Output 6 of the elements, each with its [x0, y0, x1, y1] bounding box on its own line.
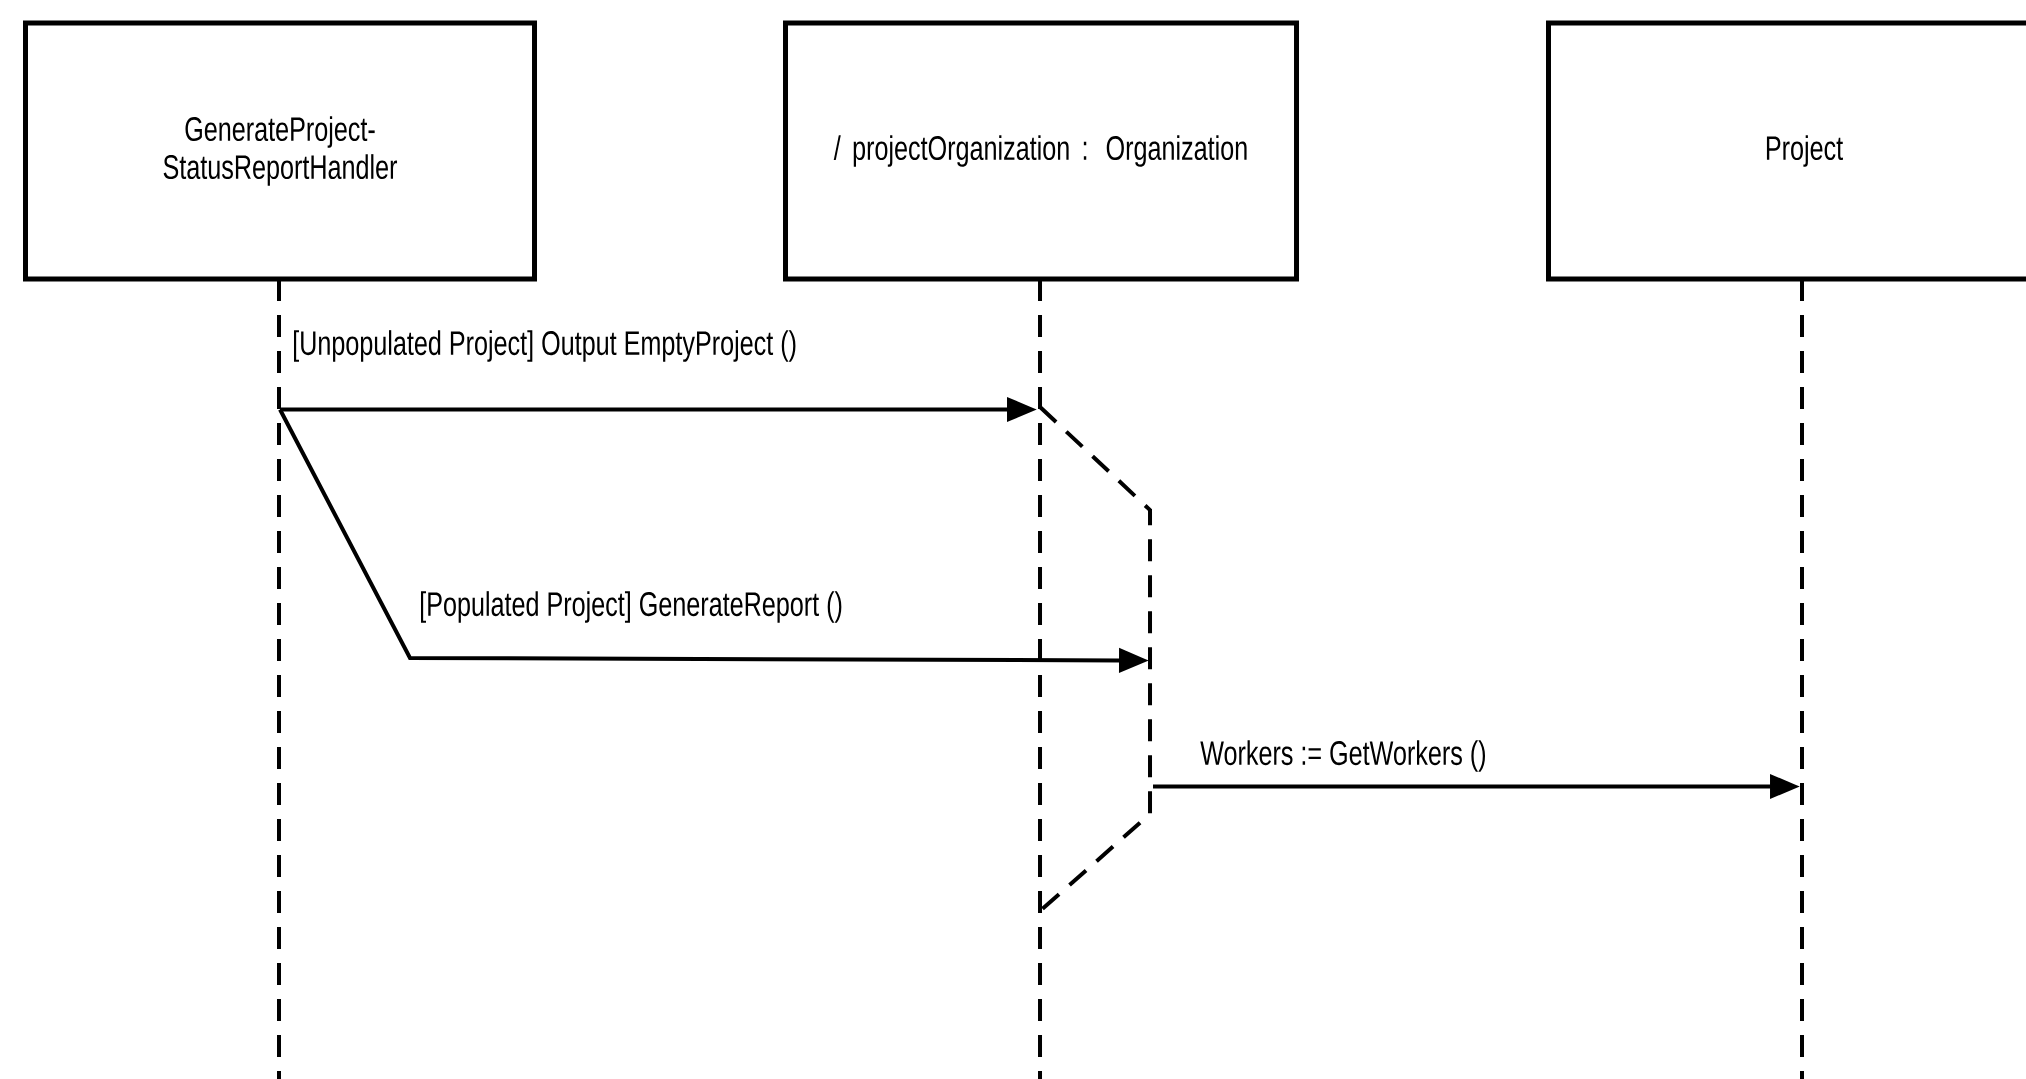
lifeline-box: Project: [1546, 20, 2026, 282]
message-label: Workers := GetWorkers (): [1198, 738, 1489, 774]
lifeline-box: GenerateProject- StatusReportHandler: [23, 20, 537, 282]
lifeline-box: / projectOrganization : Organization: [783, 20, 1299, 282]
message-label: [Unpopulated Project] Output EmptyProject (): [290, 328, 800, 364]
message-label: [Populated Project] GenerateReport (): [417, 589, 845, 625]
